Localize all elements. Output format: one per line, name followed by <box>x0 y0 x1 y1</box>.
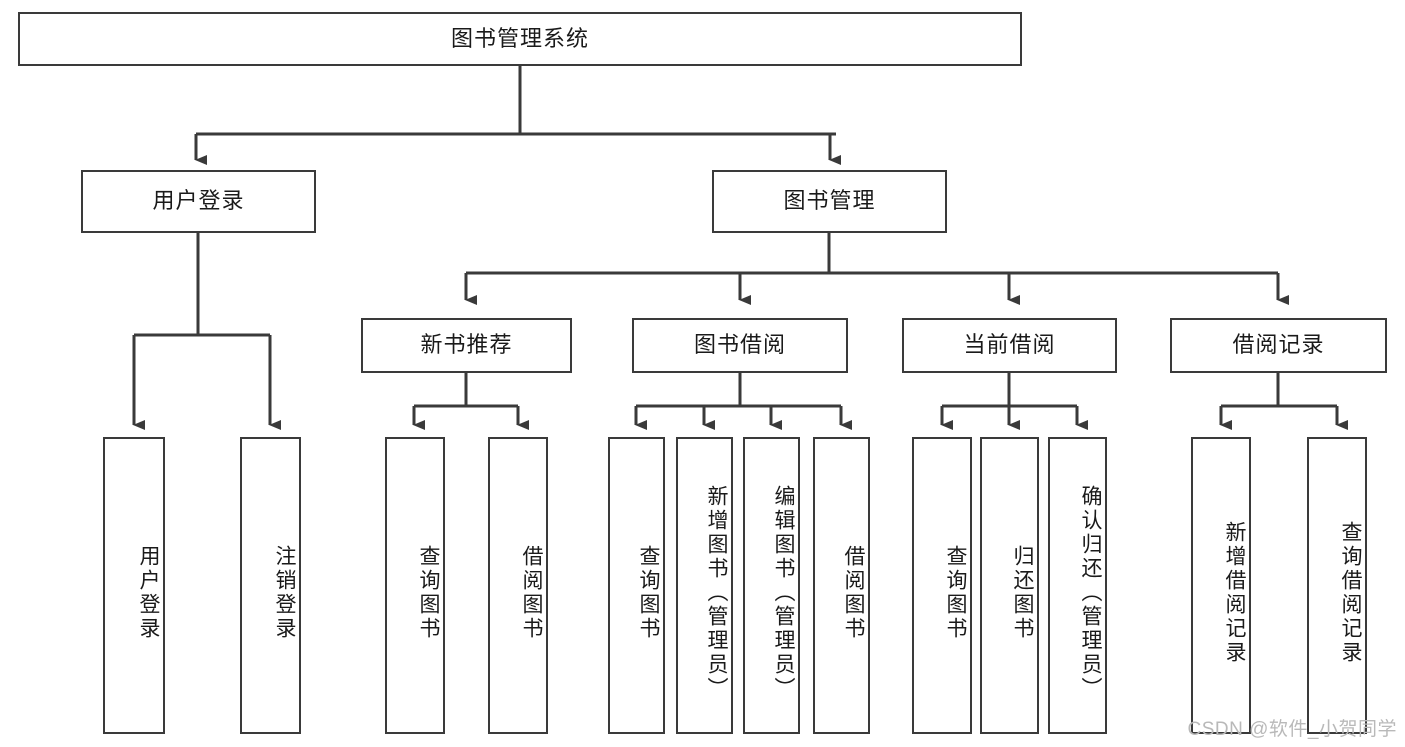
leaf-label: 新增借阅记录 <box>1223 520 1246 665</box>
leaf-label: 查询图书 <box>417 544 440 641</box>
node-root-label: 图书管理系统 <box>450 25 589 51</box>
leaf-label: 借阅图书 <box>520 544 543 641</box>
leaf-label: 确认归还（管理员） <box>1079 484 1102 701</box>
node-book-borrow-label: 图书借阅 <box>693 332 786 358</box>
leaf-current-query-book[interactable]: 查询图书 <box>912 437 972 734</box>
leaf-label: 查询图书 <box>637 544 660 641</box>
leaf-label: 查询图书 <box>944 544 967 641</box>
leaf-label: 借阅图书 <box>842 544 865 641</box>
node-book-borrow[interactable]: 图书借阅 <box>632 318 848 373</box>
leaf-user-login-login[interactable]: 用户登录 <box>103 437 165 734</box>
node-current-borrow[interactable]: 当前借阅 <box>902 318 1117 373</box>
node-new-book-recommend[interactable]: 新书推荐 <box>361 318 572 373</box>
leaf-label: 编辑图书（管理员） <box>772 484 795 701</box>
leaf-recommend-borrow-book[interactable]: 借阅图书 <box>488 437 548 734</box>
node-book-management[interactable]: 图书管理 <box>712 170 947 233</box>
leaf-label: 归还图书 <box>1011 544 1034 641</box>
node-user-login-label: 用户登录 <box>152 188 245 214</box>
node-borrow-record[interactable]: 借阅记录 <box>1170 318 1387 373</box>
leaf-label: 查询借阅记录 <box>1339 520 1362 665</box>
leaf-current-return-book[interactable]: 归还图书 <box>980 437 1039 734</box>
leaf-borrow-edit-book-admin[interactable]: 编辑图书（管理员） <box>743 437 800 734</box>
leaf-borrow-query-book[interactable]: 查询图书 <box>608 437 665 734</box>
node-borrow-record-label: 借阅记录 <box>1232 332 1325 358</box>
node-user-login[interactable]: 用户登录 <box>81 170 316 233</box>
leaf-record-add-record[interactable]: 新增借阅记录 <box>1191 437 1251 734</box>
node-new-book-recommend-label: 新书推荐 <box>420 332 513 358</box>
leaf-label: 注销登录 <box>273 544 296 641</box>
leaf-current-confirm-return-admin[interactable]: 确认归还（管理员） <box>1048 437 1107 734</box>
node-book-management-label: 图书管理 <box>783 188 876 214</box>
leaf-borrow-add-book-admin[interactable]: 新增图书（管理员） <box>676 437 733 734</box>
leaf-recommend-query-book[interactable]: 查询图书 <box>385 437 445 734</box>
leaf-borrow-borrow-book[interactable]: 借阅图书 <box>813 437 870 734</box>
leaf-record-query-record[interactable]: 查询借阅记录 <box>1307 437 1367 734</box>
node-current-borrow-label: 当前借阅 <box>963 332 1056 358</box>
leaf-label: 用户登录 <box>137 544 160 641</box>
leaf-label: 新增图书（管理员） <box>705 484 728 701</box>
node-root[interactable]: 图书管理系统 <box>18 12 1022 66</box>
leaf-user-login-logout[interactable]: 注销登录 <box>240 437 301 734</box>
